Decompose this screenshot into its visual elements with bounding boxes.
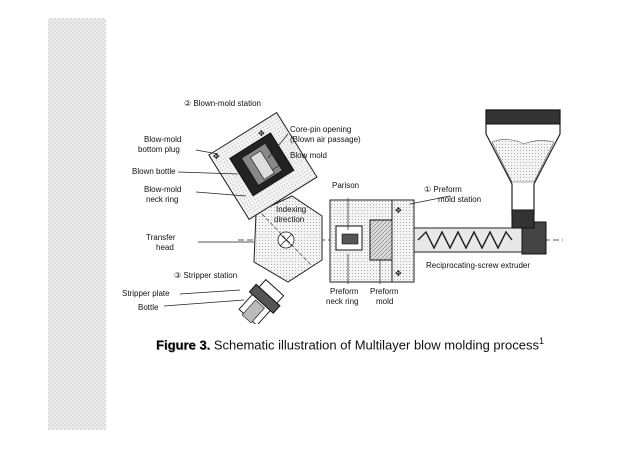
label-preform-mold-1: Preform: [370, 287, 399, 296]
preform-mold: [369, 219, 393, 261]
hopper-pellets: [491, 139, 555, 183]
label-blow-mold-neck-ring-1: Blow-mold: [144, 185, 181, 194]
stripper-station: [238, 278, 285, 324]
blown-mold-station: [208, 111, 318, 221]
figure-label: Figure 3.: [156, 337, 211, 353]
label-transfer-head-1: Transfer: [146, 233, 176, 242]
extruder-screw: [417, 230, 513, 250]
label-blown-bottle: Blown bottle: [132, 167, 176, 176]
screw-symbol-1: ✥: [213, 152, 220, 161]
label-core-pin-opening-1: Core-pin opening: [290, 125, 351, 134]
left-decorative-strip: [48, 18, 106, 430]
label-core-pin-opening-2: (Blown air passage): [290, 135, 361, 144]
label-preform-mold-station-1: ① Preform: [424, 185, 462, 194]
label-preform-neck-ring-2: neck ring: [326, 297, 358, 306]
label-bottle: Bottle: [138, 303, 159, 312]
hopper-top: [485, 109, 561, 125]
label-blow-mold-bottom-plug-1: Blow-mold: [144, 135, 181, 144]
screw-symbol-2: ✥: [258, 129, 265, 138]
label-blow-mold-neck-ring-2: neck ring: [146, 195, 178, 204]
label-transfer-head-2: head: [156, 243, 174, 252]
label-blown-mold-station: ② Blown-mold station: [184, 99, 261, 108]
figure-caption: Figure 3. Schematic illustration of Mult…: [130, 332, 570, 354]
parison-core: [341, 233, 359, 245]
label-blow-mold-bottom-plug-2: bottom plug: [138, 145, 180, 154]
blow-molding-diagram: ✥ ✥ ✥ ✥: [122, 99, 563, 324]
label-indexing-direction-1: Indexing: [276, 205, 306, 214]
indexing-cross-icon: [279, 233, 293, 247]
hopper-throat: [511, 209, 535, 229]
label-parison: Parison: [332, 181, 359, 190]
label-preform-mold-2: mold: [376, 297, 393, 306]
caption-text: Schematic illustration of Multilayer blo…: [210, 337, 539, 353]
label-stripper-plate: Stripper plate: [122, 289, 170, 298]
label-indexing-direction-2: direction: [274, 215, 304, 224]
leader-lines: [163, 133, 451, 307]
indexing-axis-1: [261, 213, 313, 267]
caption-reference: 1: [538, 336, 544, 346]
label-stripper-station: ③ Stripper station: [174, 271, 237, 280]
screw-symbol-3: ✥: [395, 206, 402, 215]
screw-symbol-4: ✥: [395, 269, 402, 278]
label-preform-neck-ring-1: Preform: [330, 287, 359, 296]
label-preform-mold-station-2: mold station: [438, 195, 481, 204]
label-blow-mold: Blow mold: [290, 151, 327, 160]
label-reciprocating-screw-extruder: Reciprocating-screw extruder: [426, 261, 530, 270]
